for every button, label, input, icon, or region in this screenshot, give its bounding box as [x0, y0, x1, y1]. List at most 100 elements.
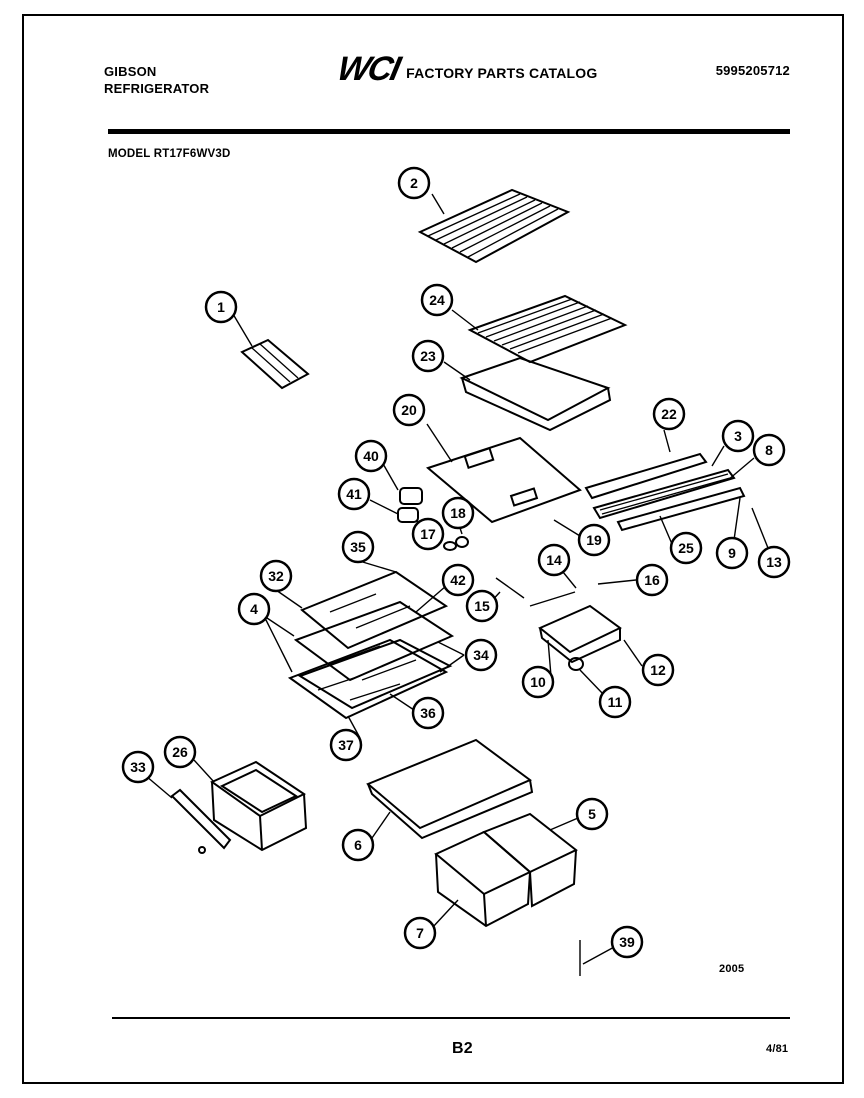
- part-39-screw: [579, 940, 617, 976]
- svg-text:6: 6: [354, 837, 362, 853]
- svg-text:14: 14: [546, 552, 562, 568]
- svg-text:40: 40: [363, 448, 379, 464]
- callout-17: 17: [411, 517, 445, 551]
- part-6-crisper-cover: [366, 738, 534, 840]
- svg-text:24: 24: [429, 292, 445, 308]
- callout-16: 16: [635, 563, 669, 597]
- callout-18: 18: [441, 496, 475, 530]
- part-23-tray: [459, 356, 612, 432]
- part-10-control-housing: [495, 577, 622, 671]
- catalog-date: 4/81: [766, 1043, 789, 1055]
- glass-shelf-stack: [287, 570, 455, 720]
- svg-text:37: 37: [338, 737, 354, 753]
- svg-text:23: 23: [420, 348, 436, 364]
- part-5-crisper-drawer: [482, 812, 578, 908]
- svg-text:7: 7: [416, 925, 424, 941]
- callout-39: 39: [610, 925, 644, 959]
- svg-text:41: 41: [346, 486, 362, 502]
- part-7-crisper-drawer: [434, 830, 532, 928]
- part-26-drawer: [210, 760, 308, 852]
- callout-42: 42: [441, 563, 475, 597]
- page-frame: [22, 14, 844, 1084]
- svg-text:42: 42: [450, 572, 466, 588]
- callout-20: 20: [392, 393, 426, 427]
- part-22-rail: [584, 452, 708, 500]
- callout-19: 19: [577, 523, 611, 557]
- callout-3: 3: [721, 419, 755, 453]
- callout-8: 8: [752, 433, 786, 467]
- svg-text:33: 33: [130, 759, 146, 775]
- svg-text:12: 12: [650, 662, 666, 678]
- part-3-rail-gear: [592, 468, 736, 520]
- part-2-wire-shelf: [417, 188, 571, 264]
- callout-11: 11: [598, 685, 632, 719]
- document-number: 5995205712: [715, 63, 790, 78]
- callout-13: 13: [757, 545, 791, 579]
- svg-text:3: 3: [734, 428, 742, 444]
- callout-36: 36: [411, 696, 445, 730]
- svg-text:17: 17: [420, 526, 436, 542]
- svg-text:18: 18: [450, 505, 466, 521]
- callout-40: 40: [354, 439, 388, 473]
- model-number: MODEL RT17F6WV3D: [108, 148, 231, 160]
- callout-23: 23: [411, 339, 445, 373]
- svg-text:20: 20: [401, 402, 417, 418]
- callout-25: 25: [669, 531, 703, 565]
- part-25-rail: [616, 486, 746, 532]
- callout-2: 2: [397, 166, 431, 200]
- callout-37: 37: [329, 728, 363, 762]
- part-24-grille: [467, 294, 628, 364]
- callout-4: 4: [237, 592, 271, 626]
- callout-34: 34: [464, 638, 498, 672]
- callout-32: 32: [259, 559, 293, 593]
- callout-1: 1: [204, 290, 238, 324]
- catalog-title: FACTORY PARTS CATALOG: [406, 64, 598, 81]
- part-33-rail: [170, 788, 232, 854]
- svg-text:2: 2: [410, 175, 418, 191]
- svg-text:1: 1: [217, 299, 225, 315]
- svg-text:8: 8: [765, 442, 773, 458]
- svg-text:10: 10: [530, 674, 546, 690]
- callout-6: 6: [341, 828, 375, 862]
- svg-text:4: 4: [250, 601, 258, 617]
- svg-text:13: 13: [766, 554, 782, 570]
- svg-text:32: 32: [268, 568, 284, 584]
- brand-block: GIBSON REFRIGERATOR: [104, 63, 209, 97]
- callout-14: 14: [537, 543, 571, 577]
- svg-text:11: 11: [608, 694, 623, 710]
- callout-22: 22: [652, 397, 686, 431]
- part-40-41-damper: [397, 487, 469, 551]
- svg-text:19: 19: [586, 532, 602, 548]
- catalog-header: WCI FACTORY PARTS CATALOG: [334, 50, 598, 89]
- callout-33: 33: [121, 750, 155, 784]
- product-type: REFRIGERATOR: [104, 81, 210, 96]
- callout-41: 41: [337, 477, 371, 511]
- callout-9: 9: [715, 536, 749, 570]
- callout-24: 24: [420, 283, 454, 317]
- svg-text:15: 15: [474, 598, 490, 614]
- svg-text:25: 25: [678, 540, 694, 556]
- svg-text:36: 36: [420, 705, 436, 721]
- svg-text:35: 35: [350, 539, 366, 555]
- callout-7: 7: [403, 916, 437, 950]
- page-number: B2: [452, 1040, 473, 1057]
- svg-text:39: 39: [619, 934, 635, 950]
- callout-12: 12: [641, 653, 675, 687]
- svg-text:22: 22: [661, 406, 677, 422]
- footer-rule: [112, 1017, 790, 1019]
- diagram-ref-code: 2005: [719, 963, 745, 975]
- brand-name: GIBSON: [104, 64, 157, 79]
- header-rule: [108, 129, 790, 134]
- callout-26: 26: [163, 735, 197, 769]
- leader-lines: [145, 193, 769, 929]
- svg-text:9: 9: [728, 545, 736, 561]
- callout-35: 35: [341, 530, 375, 564]
- svg-text:34: 34: [473, 647, 489, 663]
- callout-15: 15: [465, 589, 499, 623]
- part-1-ice-tray: [240, 338, 310, 390]
- callout-10: 10: [521, 665, 555, 699]
- svg-text:26: 26: [172, 744, 188, 760]
- svg-text:5: 5: [588, 806, 596, 822]
- svg-text:16: 16: [644, 572, 660, 588]
